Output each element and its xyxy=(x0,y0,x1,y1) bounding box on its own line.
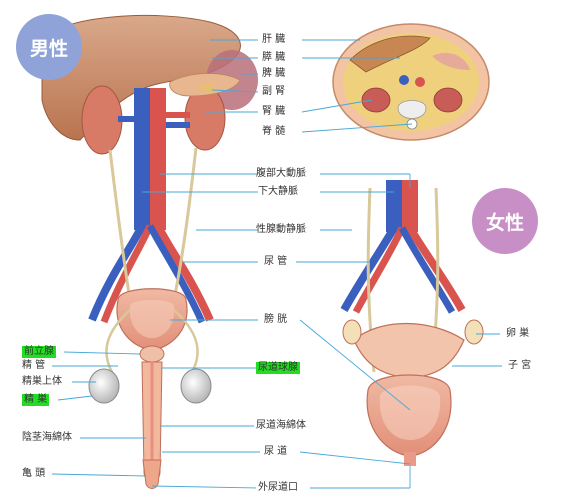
label-corpus-spongiosum: 尿道海綿体 xyxy=(256,420,306,431)
female-badge: 女性 xyxy=(472,188,538,254)
ovary-left-shape xyxy=(342,319,362,345)
glans-shape xyxy=(142,459,162,489)
label-testis: 精 巣 xyxy=(22,394,50,406)
label-glans: 亀 頭 xyxy=(22,468,46,479)
label-prostate: 前立腺 xyxy=(22,346,56,358)
label-abdominal-aorta: 腹部大動脈 xyxy=(256,168,306,179)
label-gonadal-vessels: 性腺動静脈 xyxy=(256,224,306,235)
label-bladder: 膀 胱 xyxy=(264,314,288,325)
label-ovary: 卵 巣 xyxy=(506,328,530,339)
aorta-shape xyxy=(150,88,166,230)
ivc-shape xyxy=(134,88,150,230)
label-spinal-cord: 脊 髄 xyxy=(262,126,286,137)
kidney-left-shape xyxy=(81,85,123,155)
testis-left-shape xyxy=(88,368,120,404)
label-urethra: 尿 道 xyxy=(264,446,288,457)
label-spleen: 脾 臓 xyxy=(262,68,286,79)
label-adrenal: 副 腎 xyxy=(262,86,286,97)
prostate-shape xyxy=(139,345,165,363)
urethra-female-shape xyxy=(404,452,416,466)
ureter-right-shape xyxy=(172,147,198,301)
ovary-right-shape xyxy=(464,319,484,345)
label-vas-deferens: 精 管 xyxy=(22,360,46,371)
label-kidney: 腎 臓 xyxy=(262,106,286,117)
uterus-shape xyxy=(353,322,465,379)
label-epididymis: 精巣上体 xyxy=(22,376,62,387)
male-badge: 男性 xyxy=(16,14,82,80)
label-pancreas: 膵 臓 xyxy=(262,52,286,63)
adrenal-shape xyxy=(195,82,215,94)
ureter-left-shape xyxy=(108,149,132,301)
label-bulbourethral: 尿道球腺 xyxy=(256,362,300,374)
label-ivc: 下大静脈 xyxy=(258,186,298,197)
label-uterus: 子 宮 xyxy=(508,360,532,371)
label-external-meatus: 外尿道口 xyxy=(258,482,298,493)
label-liver: 肝 臓 xyxy=(262,34,286,45)
testis-right-shape xyxy=(180,368,212,404)
label-ureter: 尿 管 xyxy=(264,256,288,267)
label-corpus-cavernosum: 陰茎海綿体 xyxy=(22,432,72,443)
